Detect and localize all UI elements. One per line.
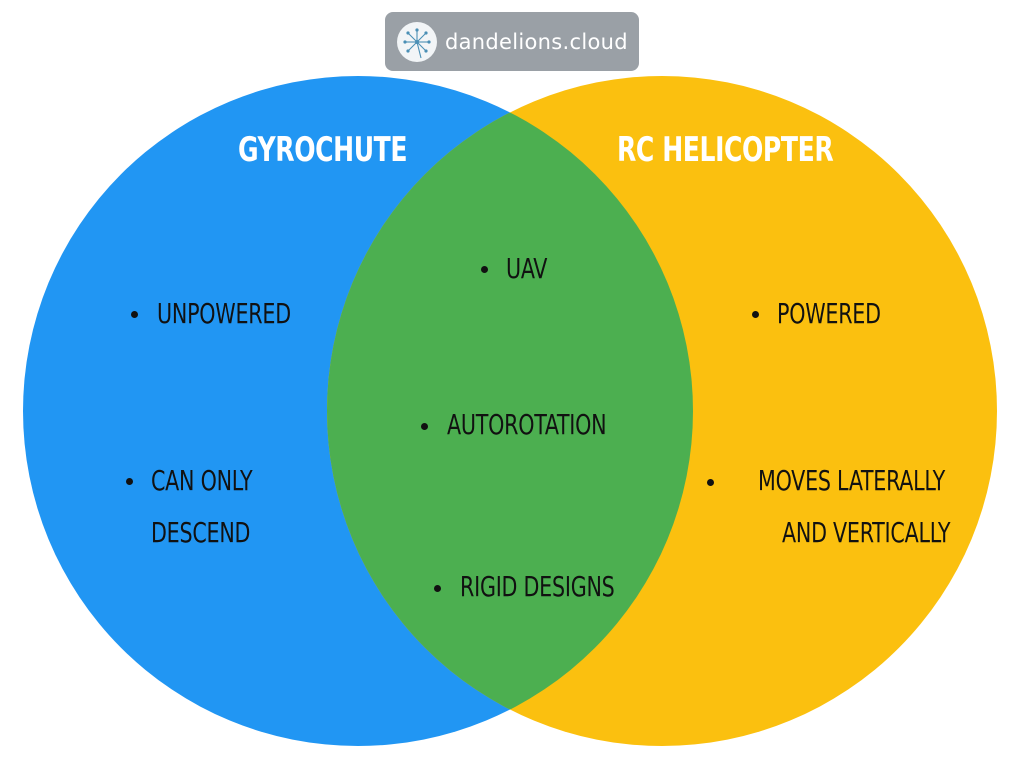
bullet — [707, 479, 714, 486]
bullet — [752, 311, 759, 318]
right-item-moves-line1: MOVES LATERALLY — [758, 464, 945, 497]
right-item-powered: POWERED — [777, 297, 881, 330]
bullet — [421, 423, 428, 430]
bullet — [481, 266, 488, 273]
left-item-can-only-line1: CAN ONLY — [151, 464, 253, 497]
left-item-can-only-line2: DESCEND — [151, 516, 251, 549]
gyrochute-title: GYROCHUTE — [238, 130, 408, 170]
overlap-item-autorotation: AUTOROTATION — [447, 408, 607, 441]
rc-helicopter-title: RC HELICOPTER — [617, 130, 834, 170]
left-item-unpowered: UNPOWERED — [157, 297, 291, 330]
bullet — [126, 478, 133, 485]
overlap-region — [327, 76, 693, 746]
overlap-item-rigid-designs: RIGID DESIGNS — [460, 570, 615, 603]
right-item-moves-line2: AND VERTICALLY — [782, 516, 951, 549]
bullet — [131, 311, 138, 318]
brand-badge: dandelions.cloud — [385, 12, 639, 71]
bullet — [434, 585, 441, 592]
overlap-item-uav: UAV — [506, 252, 548, 285]
brand-name: dandelions.cloud — [445, 29, 628, 54]
dandelion-icon — [397, 21, 437, 62]
